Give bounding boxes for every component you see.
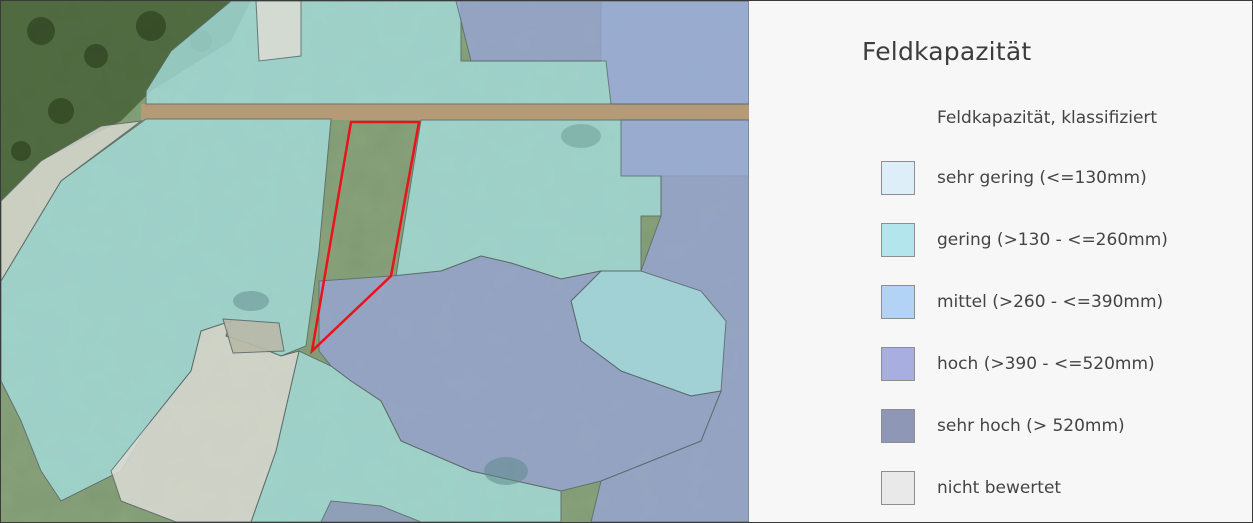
- polygon-sehr-hoch-south[interactable]: [320, 500, 422, 522]
- legend-panel: Feldkapazität Feldkapazität, klassifizie…: [749, 1, 1252, 522]
- legend-title: Feldkapazität: [862, 37, 1032, 66]
- map-canvas[interactable]: [1, 1, 749, 522]
- legend-subtitle: Feldkapazität, klassifiziert: [937, 108, 1158, 128]
- legend-swatch: [881, 409, 915, 443]
- legend-label: hoch (>390 - <=520mm): [937, 354, 1155, 374]
- legend-item-hoch: hoch (>390 - <=520mm): [881, 342, 1168, 386]
- legend-label: mittel (>260 - <=390mm): [937, 292, 1164, 312]
- vegetation-patch: [561, 124, 601, 148]
- legend-label: sehr hoch (> 520mm): [937, 416, 1125, 436]
- legend-swatch: [881, 285, 915, 319]
- legend-list: sehr gering (<=130mm) gering (>130 - <=2…: [881, 156, 1168, 522]
- legend-swatch: [881, 471, 915, 505]
- legend-label: gering (>130 - <=260mm): [937, 230, 1168, 250]
- legend-label: nicht bewertet: [937, 478, 1062, 498]
- legend-item-nicht-bewertet: nicht bewertet: [881, 466, 1168, 510]
- polygon-hoch-north[interactable]: [455, 1, 749, 105]
- legend-item-mittel: mittel (>260 - <=390mm): [881, 280, 1168, 324]
- vegetation-patch: [233, 291, 269, 311]
- vegetation-patch: [484, 457, 528, 485]
- map-viewport[interactable]: [1, 1, 749, 522]
- field-path: [141, 104, 749, 120]
- polygon-nicht-bewertet-small[interactable]: [222, 318, 285, 354]
- polygon-nicht-bewertet-top[interactable]: [255, 1, 302, 62]
- legend-swatch: [881, 161, 915, 195]
- legend-swatch: [881, 347, 915, 381]
- legend-swatch: [881, 223, 915, 257]
- legend-item-sehr-gering: sehr gering (<=130mm): [881, 156, 1168, 200]
- legend-item-gering: gering (>130 - <=260mm): [881, 218, 1168, 262]
- polygon-nicht-bewertet-west[interactable]: [1, 120, 143, 282]
- legend-label: sehr gering (<=130mm): [937, 168, 1147, 188]
- legend-item-sehr-hoch: sehr hoch (> 520mm): [881, 404, 1168, 448]
- selected-field-outline[interactable]: [310, 120, 421, 355]
